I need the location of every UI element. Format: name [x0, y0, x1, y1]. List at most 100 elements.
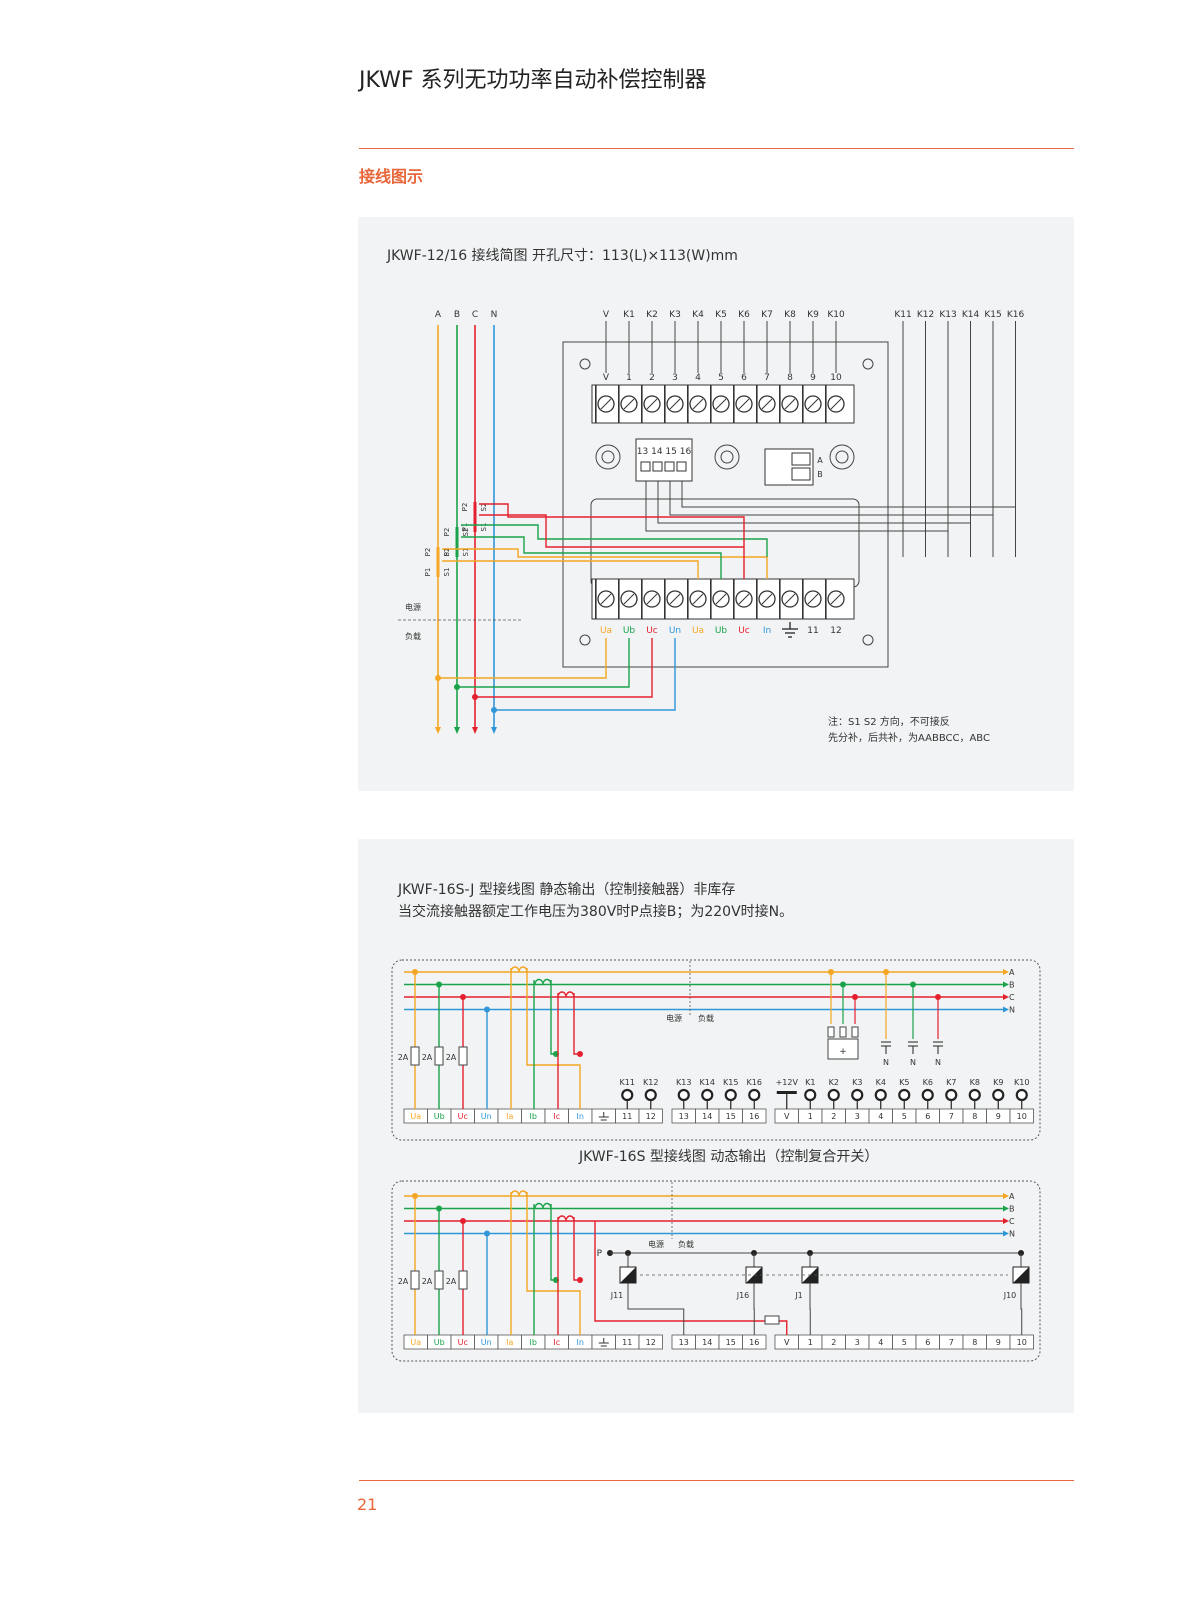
d2-fuse-2	[458, 1046, 468, 1066]
d2-k-terminal-K7	[945, 1088, 958, 1102]
voltage-node-1	[454, 684, 460, 690]
ct-s2-2: S2	[480, 503, 488, 512]
top-label-K7: K7	[761, 310, 773, 320]
bottom-terminal-label-4: Ua	[692, 626, 704, 636]
ct-p2-0: P2	[424, 548, 432, 557]
bottom-sep-1	[618, 579, 620, 619]
d2-fuse-label-0: 2A	[398, 1053, 409, 1062]
d2-k-label-K5: K5	[899, 1078, 909, 1087]
d3-strip-label-9: 11	[622, 1338, 632, 1347]
connector-13-16	[635, 438, 693, 482]
conn-wire-2	[669, 481, 993, 516]
mount-hole-1	[862, 358, 874, 370]
top-screw-slot-9	[807, 398, 819, 410]
top-screw-slot-2	[646, 398, 658, 410]
d2-cap3-fuse-1	[839, 1026, 847, 1038]
bottom-terminal-label-2: Uc	[646, 626, 658, 636]
diagram2-caption-1: JKWF-16S-J 型接线图 静态输出（控制接触器）非库存	[398, 882, 736, 898]
wiring-panel-2: JKWF-16S-J 型接线图 静态输出（控制接触器）非库存 当交流接触器额定工…	[358, 839, 1074, 1413]
top-label-K1: K1	[623, 310, 635, 320]
load-label: 负载	[405, 631, 421, 641]
d3-strip-label-6: Ic	[553, 1338, 560, 1347]
d3-strip-label-10: 12	[646, 1338, 656, 1347]
d2-k-terminal-K4	[874, 1088, 887, 1102]
d2-k-terminal-K9	[992, 1088, 1005, 1102]
d3-switch-fill-0	[620, 1267, 636, 1283]
d3-strip-cell-10	[638, 1334, 663, 1350]
bottom-terminal-label-0: Ua	[600, 626, 612, 636]
top-label-K2: K2	[646, 310, 658, 320]
d2-strip-label-20: 5	[902, 1112, 907, 1121]
top-sep-6	[733, 385, 735, 423]
ct-wire-a2	[442, 548, 768, 579]
d2-k-label-K11: K11	[620, 1078, 635, 1087]
top-screw-slot-10	[830, 398, 842, 410]
knob-outer-1	[714, 444, 740, 470]
d2-k-label-K14: K14	[700, 1078, 715, 1087]
connector-label: 13 14 15 16	[637, 447, 692, 457]
d2-cap3-body	[827, 1038, 859, 1060]
d3-load-label: 负载	[678, 1239, 694, 1249]
diagram1-caption: JKWF-12/16 接线简图 开孔尺寸：113(L)×113(W)mm	[387, 248, 738, 264]
d3-fuse-1	[434, 1270, 444, 1290]
bottom-screw-slot-0	[600, 593, 612, 605]
d2-k-terminal-K8	[968, 1088, 981, 1102]
side-label-K12: K12	[917, 310, 934, 320]
bottom-sep-10	[825, 579, 827, 619]
bottom-terminal-label-10: 12	[830, 626, 841, 636]
top-sep-9	[802, 385, 804, 423]
d3-strip-label-13: 15	[726, 1338, 736, 1347]
d3-strip-label-20: 5	[902, 1338, 907, 1347]
d2-k-label-K13: K13	[676, 1078, 691, 1087]
bottom-sep-7	[756, 579, 758, 619]
d2-ct-coil-2	[557, 991, 575, 998]
d2-plus12v-label: +12V	[776, 1078, 799, 1087]
d2-k-terminal-K13	[677, 1088, 690, 1102]
top-sep-8	[779, 385, 781, 423]
d2-k-label-K12: K12	[643, 1078, 658, 1087]
phase-arrow-N	[491, 727, 497, 734]
d3-phase-label-C: C	[1009, 1217, 1015, 1226]
d3-strip-label-11: 13	[679, 1338, 689, 1347]
bottom-terminal-label-6: Uc	[738, 626, 750, 636]
d2-cap3-fuse-0	[827, 1026, 835, 1038]
d2-ct-sec-c2	[573, 993, 580, 1055]
diagram2-caption-2: 当交流接触器额定工作电压为380V时P点接B；为220V时接N。	[398, 904, 794, 920]
d3-ct-sec-a2	[526, 1192, 581, 1335]
d2-k-terminal-K5	[898, 1088, 911, 1102]
d2-k-label-K4: K4	[876, 1078, 886, 1087]
d2-k-terminal-K6	[921, 1088, 934, 1102]
bottom-terminal-label-7: In	[763, 626, 771, 636]
d2-strip-label-24: 9	[996, 1112, 1001, 1121]
top-sep-1	[618, 385, 620, 423]
ct-p1-2: P1	[461, 523, 469, 532]
phase-label-N: N	[491, 310, 498, 320]
d2-k-label-K15: K15	[723, 1078, 738, 1087]
diagram3-caption: JKWF-16S 型接线图 动态输出（控制复合开关）	[579, 1149, 879, 1165]
top-terminal-num-9: 9	[810, 373, 816, 383]
d3-switch-label-J16: J16	[736, 1291, 750, 1300]
mount-hole-2	[579, 634, 591, 646]
d2-ct-sec-a2	[526, 968, 581, 1109]
top-label-V: V	[603, 310, 610, 320]
d3-switch-fill-3	[1013, 1267, 1029, 1283]
d3-strip-label-23: 8	[972, 1338, 977, 1347]
d3-v-fuse	[764, 1315, 780, 1325]
phase-label-A: A	[435, 310, 442, 320]
d2-strip-label-19: 4	[878, 1112, 883, 1121]
top-terminal-num-1: 1	[626, 373, 632, 383]
port-label-b: B	[817, 470, 823, 479]
d3-ct-coil-0	[510, 1190, 528, 1197]
voltage-wire-3	[494, 638, 676, 711]
knob-inner-2	[835, 450, 849, 464]
diagram2-frame	[391, 959, 1041, 1141]
d2-plus12v-bar	[776, 1091, 797, 1094]
top-sep-0	[595, 385, 597, 423]
d2-k-terminal-K15	[724, 1088, 737, 1102]
d2-k-label-K10: K10	[1014, 1078, 1029, 1087]
d3-phase-label-A: A	[1009, 1192, 1015, 1201]
ct-s2-0: S2	[443, 548, 451, 557]
bottom-sep-8	[779, 579, 781, 619]
